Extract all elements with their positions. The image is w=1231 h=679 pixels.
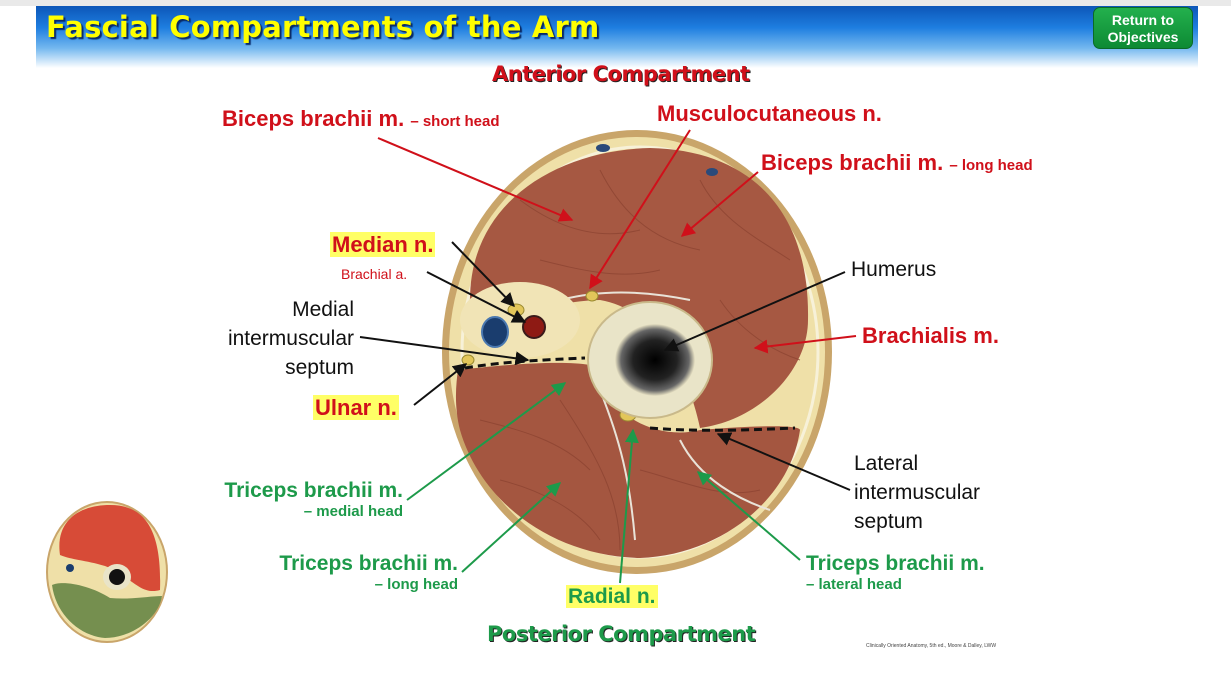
return-to-objectives-button[interactable]: Return to Objectives (1093, 7, 1193, 49)
medial-septum-line2: intermuscular (227, 327, 354, 350)
leader-medial-septum (359, 336, 530, 366)
label-radial-nerve: Radial n. (566, 585, 658, 609)
label-lateral-septum: Lateral intermuscular septum (854, 449, 980, 536)
triceps-long-sub: – long head (374, 576, 458, 593)
leader-brachial (426, 271, 527, 323)
label-biceps-short-sub: – short head (410, 113, 500, 130)
radial-nerve-text: Radial n. (566, 585, 658, 608)
cephalic-vessel (596, 144, 610, 152)
leader-triceps-long (461, 482, 562, 573)
triceps-long-main: Triceps brachii m. (279, 552, 458, 575)
label-brachial-artery: Brachial a. (341, 266, 408, 282)
lateral-septum-line2: intermuscular (854, 481, 981, 504)
cross-section (442, 130, 832, 574)
leader-triceps-medial (406, 382, 567, 501)
thumbnail-cross-section (46, 501, 168, 643)
label-biceps-long-head: Biceps brachii m. – long head (761, 150, 1033, 176)
label-triceps-medial-head: Triceps brachii m. – medial head (197, 479, 403, 520)
leader-biceps-short (377, 137, 574, 222)
posterior-compartment-title: Posterior Compartment (487, 622, 756, 646)
label-ulnar-nerve: Ulnar n. (313, 395, 399, 421)
label-biceps-long-main: Biceps brachii m. (761, 150, 944, 175)
label-biceps-long-sub: – long head (949, 157, 1033, 174)
humerus-marrow (615, 324, 695, 396)
brachial-vein (481, 316, 509, 348)
median-nerve-text: Median n. (330, 232, 436, 257)
label-biceps-short-main: Biceps brachii m. (222, 106, 405, 131)
leader-lateral-septum (716, 432, 851, 491)
label-triceps-long-head: Triceps brachii m. – long head (252, 552, 458, 593)
muscle-texture (479, 169, 801, 551)
label-medial-septum: Medial intermuscular septum (208, 295, 354, 382)
triceps-medial-main: Triceps brachii m. (224, 479, 403, 502)
header-bar: Fascial Compartments of the Arm Return t… (36, 6, 1198, 68)
leader-biceps-long (680, 171, 759, 237)
return-button-line2: Objectives (1107, 29, 1179, 45)
label-musculocutaneous: Musculocutaneous n. (657, 101, 882, 126)
fascia-lines (559, 291, 771, 541)
page-title: Fascial Compartments of the Arm (46, 10, 600, 44)
label-humerus: Humerus (851, 258, 937, 281)
leader-median (451, 241, 515, 308)
label-triceps-lateral-head: Triceps brachii m. – lateral head (806, 552, 985, 593)
medial-septum-line1: Medial (292, 298, 354, 321)
posterior-compartment-muscle (455, 362, 800, 558)
ulnar-nerve (461, 354, 475, 366)
anterior-compartment-muscle (470, 148, 809, 428)
lateral-septum-line (649, 426, 796, 432)
triceps-lateral-main: Triceps brachii m. (806, 552, 985, 575)
triceps-lateral-sub: – lateral head (806, 576, 902, 593)
return-button-line1: Return to (1111, 12, 1175, 28)
leader-lines (359, 129, 857, 584)
ulnar-nerve-text: Ulnar n. (313, 395, 399, 420)
anterior-compartment-title: Anterior Compartment (492, 62, 750, 86)
superficial-vessel (706, 168, 718, 176)
label-median-nerve: Median n. (330, 232, 436, 258)
label-brachialis: Brachialis m. (862, 323, 999, 348)
leader-radial (619, 428, 639, 584)
medial-septum-line3: septum (285, 356, 354, 379)
triceps-medial-sub: – medial head (303, 503, 403, 520)
image-credit: Clinically Oriented Anatomy, 5th ed., Mo… (866, 643, 997, 649)
leader-humerus (663, 271, 846, 352)
leader-ulnar (413, 363, 468, 406)
leader-brachialis (753, 335, 857, 354)
leader-triceps-lateral (696, 471, 801, 561)
top-border (0, 0, 1231, 6)
lateral-septum-line1: Lateral (854, 452, 919, 475)
lateral-septum-line3: septum (854, 510, 923, 533)
leader-musculocutaneous (589, 129, 691, 290)
label-biceps-short-head: Biceps brachii m. – short head (222, 106, 500, 132)
musculocutaneous-nerve (585, 290, 599, 302)
brachial-artery (522, 315, 546, 339)
